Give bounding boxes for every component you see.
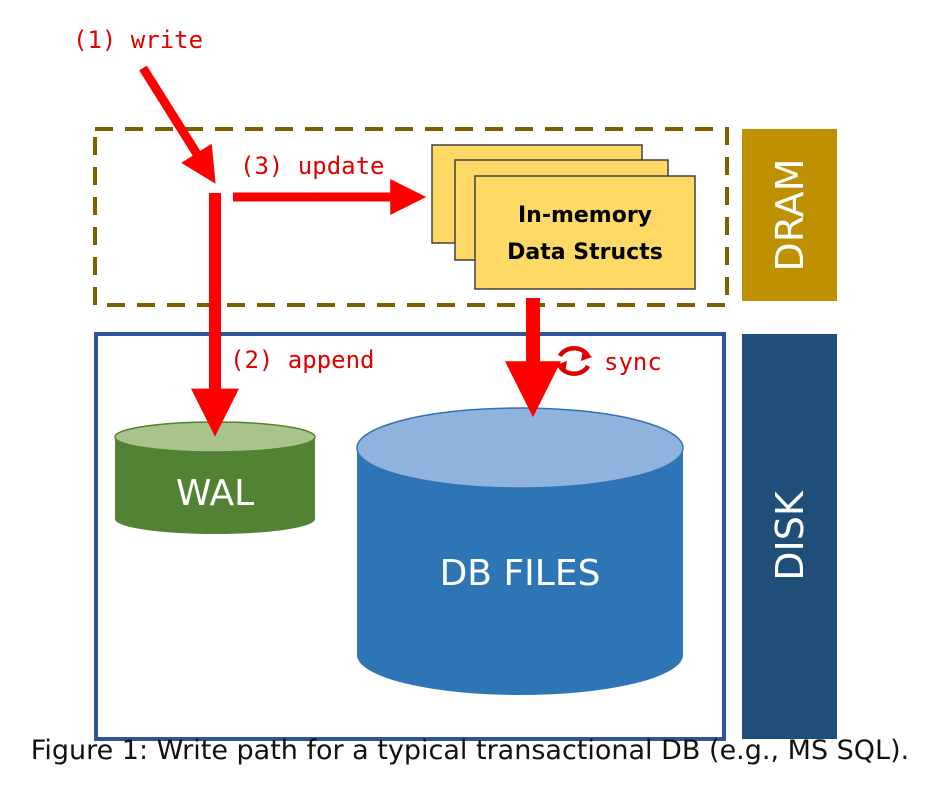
memory-label-line1: In-memory [518,203,652,228]
dram-bar [742,129,837,301]
wal-cylinder: WAL [114,421,316,534]
memory-label-line2: Data Structs [507,240,663,265]
dram-label: DRAM [768,159,812,272]
wal-body [115,437,315,534]
sync-label: sync [604,348,662,376]
db-files-top [356,407,684,489]
write-label: (1) write [73,26,203,54]
disk-bar [742,334,837,739]
wal-top [114,421,316,453]
db-files-body [357,448,683,695]
update-label: (3) update [240,152,385,180]
append-label: (2) append [230,346,375,374]
sync-icon [556,346,592,376]
wal-label: WAL [176,473,254,514]
disk-label: DISK [768,490,812,581]
dram-region [93,127,729,307]
figure-caption: Figure 1: Write path for a typical trans… [30,735,910,766]
write-arrow [139,65,216,184]
disk-region [94,332,726,741]
db-files-label: DB FILES [440,553,601,594]
memory-stack: In-memory Data Structs [431,144,696,290]
memory-card-front [474,175,696,290]
db-files-cylinder: DB FILES [356,407,684,695]
